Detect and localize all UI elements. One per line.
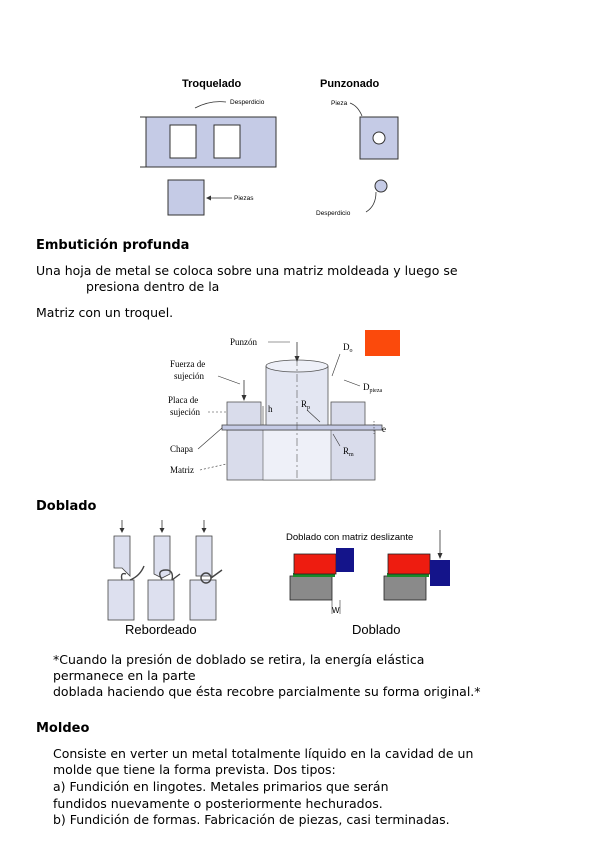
- slide-left-1: [336, 548, 354, 572]
- fuerza-arrow-head: [241, 395, 247, 401]
- punzon-label: Punzón: [230, 337, 258, 347]
- sheet-left-1: [293, 573, 335, 577]
- pad-right-2: [387, 553, 431, 575]
- rebordeado-step-1: [107, 520, 145, 621]
- dpieza-leader: [343, 379, 361, 387]
- d0-leader: [331, 353, 341, 377]
- section-heading-doblado: Doblado: [36, 499, 97, 514]
- embuticion-line-1: Una hoja de metal se coloca sobre una ma…: [36, 263, 458, 278]
- rm-leader: [332, 433, 341, 447]
- piezas-label: Piezas: [234, 195, 254, 202]
- metal-strip: [145, 116, 277, 168]
- desperdicio-label-2: Desperdicio: [316, 210, 351, 217]
- chapa-label: Chapa: [170, 444, 193, 454]
- matriz-leader: [199, 463, 227, 471]
- desperdicio-slug-arrow: [365, 191, 377, 213]
- embuticion-figure: Punzón Fuerza de sujeción Placa de sujec…: [168, 330, 400, 481]
- placa-label-1: Placa de: [168, 395, 198, 405]
- w-label: W: [332, 606, 340, 615]
- slide-right-2: [430, 560, 450, 586]
- dpieza-label: Dpieza: [363, 382, 382, 394]
- rp-label: Rp: [301, 399, 310, 411]
- h-label: h: [268, 404, 273, 414]
- pieza-label: Pieza: [331, 100, 348, 107]
- pad-left-1: [293, 553, 337, 575]
- desperdicio-slug: [374, 179, 388, 193]
- strip-hole-1: [169, 124, 197, 159]
- embuticion-line-3: Matriz con un troquel.: [36, 305, 174, 320]
- e-label: e: [382, 424, 386, 434]
- troquelado-punzonado-figure: Troquelado Punzonado Desperdicio Piezas …: [140, 78, 399, 217]
- chapa-leader: [197, 427, 223, 450]
- section-heading-moldeo: Moldeo: [36, 721, 90, 736]
- punzon-arrow-head: [294, 356, 300, 362]
- placa-left: [226, 401, 262, 426]
- moldeo-line-3: a) Fundición en lingotes. Metales primar…: [53, 779, 389, 794]
- fuerza-label-1: Fuerza de: [170, 359, 205, 369]
- doblado-note-line-1: *Cuando la presión de doblado se retira,…: [53, 652, 425, 667]
- moldeo-line-5: b) Fundición de formas. Fabricación de p…: [53, 812, 450, 827]
- placa-label-2: sujeción: [170, 407, 200, 417]
- doblado-deslizante-title: Doblado con matriz deslizante: [286, 532, 413, 543]
- rebordeado-label: Rebordeado: [125, 622, 197, 637]
- matriz-label: Matriz: [170, 465, 194, 475]
- rebordeado-figure: [107, 520, 223, 621]
- desperdicio-label: Desperdicio: [230, 99, 265, 106]
- color-swatch: [365, 330, 400, 356]
- sheet-right-2: [387, 573, 429, 577]
- embuticion-line-2: presiona dentro de la: [86, 279, 220, 294]
- moldeo-line-1: Consiste en verter un metal totalmente l…: [53, 746, 474, 761]
- placa-right: [330, 401, 366, 426]
- troquelado-title: Troquelado: [182, 78, 242, 90]
- die-left-1: [289, 575, 333, 601]
- desperdicio-arrow: [194, 101, 227, 109]
- d0-label: Do: [343, 342, 353, 354]
- rebordeado-step-3: [189, 520, 223, 621]
- punzonado-hole: [372, 131, 386, 145]
- fuerza-leader: [217, 375, 241, 385]
- section-heading-embuticion: Embutición profunda: [36, 238, 190, 253]
- pieza-arrow: [349, 102, 363, 117]
- rp-leader: [306, 409, 321, 423]
- punzonado-title: Punzonado: [320, 78, 380, 90]
- doblado-label: Doblado: [352, 622, 401, 637]
- moldeo-line-2: molde que tiene la forma prevista. Dos t…: [53, 762, 336, 777]
- piezas-arrow-head: [206, 195, 211, 201]
- fuerza-label-2: sujeción: [174, 371, 204, 381]
- chapa-sheet: [221, 424, 383, 431]
- die-right-2: [383, 575, 427, 601]
- rebordeado-step-2: [147, 520, 181, 621]
- pieza-square: [167, 179, 205, 216]
- strip-hole-2: [213, 124, 241, 159]
- moldeo-line-4: fundidos nuevamente o posteriormente hec…: [53, 796, 383, 811]
- doblado-note-line-3: doblada haciendo que ésta recobre parcia…: [53, 684, 481, 699]
- doblado-deslizante-figure: Doblado con matriz deslizante W: [286, 530, 450, 615]
- press-arrow-head: [437, 553, 443, 559]
- doblado-note-line-2: permanece en la parte: [53, 668, 196, 683]
- rm-label: Rm: [343, 446, 354, 458]
